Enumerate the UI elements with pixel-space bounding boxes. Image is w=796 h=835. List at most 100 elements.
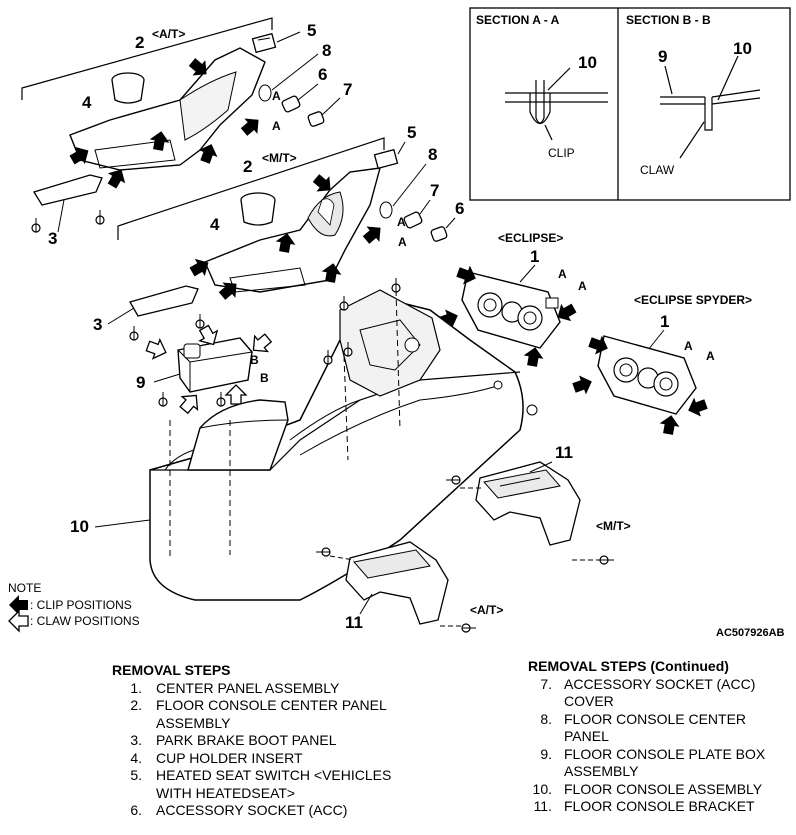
callout-1-spyder: 1 bbox=[660, 312, 669, 331]
step-text: HEATED SEAT SWITCH <VEHICLES WITH HEATED… bbox=[156, 767, 392, 801]
step-item: 8. FLOOR CONSOLE CENTER PANEL bbox=[528, 711, 790, 746]
step-text: FLOOR CONSOLE CENTER PANEL ASSEMBLY bbox=[156, 697, 387, 731]
section-a-marker-3: A bbox=[397, 215, 406, 229]
heated-seat-switch-mt bbox=[373, 148, 399, 170]
step-text: FLOOR CONSOLE BRACKET bbox=[564, 798, 755, 814]
step-item: 4. CUP HOLDER INSERT bbox=[112, 750, 412, 768]
callout-7-mt: 7 bbox=[430, 181, 439, 200]
removal-steps-items: 1. CENTER PANEL ASSEMBLY 2. FLOOR CONSOLE C… bbox=[112, 680, 412, 820]
callout-4-at: 4 bbox=[82, 93, 92, 112]
section-a-marker-8: A bbox=[706, 349, 715, 363]
callout-11-mt: 11 bbox=[555, 443, 573, 462]
step-number: 6. bbox=[130, 802, 142, 818]
callout-6-at: 6 bbox=[318, 65, 327, 84]
callout-5-at: 5 bbox=[307, 21, 316, 40]
eclipse-spyder-center-panel-group: <ECLIPSE SPYDER> 1 A A bbox=[570, 293, 752, 436]
at-bracket-label: <A/T> bbox=[470, 603, 503, 617]
step-text: FLOOR CONSOLE PLATE BOX ASSEMBLY bbox=[564, 745, 766, 780]
section-a-marker-6: A bbox=[578, 279, 587, 293]
step-number: 1. bbox=[130, 679, 142, 696]
claw-label: CLAW bbox=[640, 163, 675, 177]
mt-bracket-label: <M/T> bbox=[596, 519, 631, 533]
section-b-title: SECTION B - B bbox=[626, 13, 711, 27]
accessory-socket-cover-at bbox=[307, 111, 325, 127]
step-text: CENTER PANEL ASSEMBLY bbox=[156, 679, 340, 696]
callout-9-section-b: 9 bbox=[658, 47, 667, 66]
floor-console-assembly: 10 bbox=[70, 277, 538, 601]
park-brake-boot-panel-mt bbox=[129, 285, 199, 317]
step-number: 4. bbox=[130, 749, 142, 766]
clip-label: CLIP bbox=[548, 146, 575, 160]
section-a-title: SECTION A - A bbox=[476, 13, 560, 27]
step-item: 9.FLOOR CONSOLE PLATE BOX ASSEMBLY bbox=[528, 746, 790, 781]
callout-5-mt: 5 bbox=[407, 123, 416, 142]
step-item: 10. FLOOR CONSOLE ASSEMBLY bbox=[528, 781, 790, 799]
section-a-marker-2: A bbox=[272, 119, 281, 133]
callout-10-section-b: 10 bbox=[733, 39, 752, 58]
floor-console-bracket-at: 11 <A/T> bbox=[315, 541, 503, 633]
removal-steps-list: REMOVAL STEPS 1. CENTER PANEL ASSEMBLY 2. F… bbox=[112, 662, 412, 820]
callout-8-mt: 8 bbox=[428, 145, 437, 164]
section-b-claw-drawing bbox=[660, 55, 761, 159]
callout-6-mt: 6 bbox=[455, 199, 464, 218]
callout-7-at: 7 bbox=[343, 80, 352, 99]
accessory-socket-at bbox=[281, 95, 301, 113]
at-label-top: <A/T> bbox=[152, 27, 185, 41]
callout-9: 9 bbox=[136, 373, 145, 392]
step-number: 2. bbox=[130, 697, 142, 713]
section-a-marker-7: A bbox=[684, 339, 693, 353]
section-a-marker-5: A bbox=[558, 267, 567, 281]
step-text: CUP HOLDER INSERT bbox=[156, 749, 303, 766]
section-a-clip-drawing bbox=[505, 67, 608, 141]
note-legend: NOTE : CLIP POSITIONS : CLAW POSITIONS bbox=[8, 581, 140, 632]
note-title: NOTE bbox=[8, 581, 41, 595]
removal-steps-continued-list: REMOVAL STEPS (Continued) 7.ACCESSORY SO… bbox=[528, 658, 790, 816]
eclipse-spyder-label: <ECLIPSE SPYDER> bbox=[634, 293, 752, 307]
accessory-socket-mt bbox=[403, 211, 423, 229]
step-item: 2. FLOOR CONSOLE CENTER PANEL ASSEMBLY bbox=[112, 697, 412, 732]
mt-center-panel-group: 2 <M/T> 4 5 8 7 6 A A bbox=[93, 123, 464, 341]
mt-console-panel bbox=[204, 167, 381, 293]
callout-3-at: 3 bbox=[48, 229, 57, 248]
step-item: 3.PARK BRAKE BOOT PANEL bbox=[112, 732, 412, 750]
step-number: 7. bbox=[540, 675, 552, 692]
claw-arrow-icon bbox=[8, 610, 29, 632]
section-b-marker-1: B bbox=[250, 353, 259, 367]
callout-2-at: 2 bbox=[135, 33, 144, 52]
section-view-box: SECTION A - A SECTION B - B 10 CLIP 9 10… bbox=[469, 7, 791, 201]
eclipse-label: <ECLIPSE> bbox=[498, 231, 563, 245]
callout-8-at: 8 bbox=[322, 41, 331, 60]
step-number: 8. bbox=[540, 710, 552, 727]
step-number: 11. bbox=[533, 798, 552, 814]
callout-11-at: 11 bbox=[345, 613, 363, 632]
mt-label-mid: <M/T> bbox=[262, 151, 297, 165]
section-a-marker-1: A bbox=[272, 89, 281, 103]
step-item: 7.ACCESSORY SOCKET (ACC) COVER bbox=[528, 676, 790, 711]
callout-10-section-a: 10 bbox=[578, 53, 597, 72]
heated-seat-switch-at bbox=[251, 32, 277, 54]
note-clip-positions: : CLIP POSITIONS bbox=[30, 598, 132, 612]
step-item: 1. CENTER PANEL ASSEMBLY bbox=[112, 680, 412, 698]
removal-steps-continued-heading: REMOVAL STEPS (Continued) bbox=[528, 658, 729, 674]
section-b-marker-2: B bbox=[260, 371, 269, 385]
note-claw-positions: : CLAW POSITIONS bbox=[30, 614, 140, 628]
step-number: 3. bbox=[130, 732, 142, 748]
exploded-parts-diagram: SECTION A - A SECTION B - B 10 CLIP 9 10… bbox=[8, 7, 791, 639]
step-text: ACCESSORY SOCKET (ACC) bbox=[156, 802, 348, 818]
figure-code: AC507926AB bbox=[716, 627, 785, 639]
step-text: FLOOR CONSOLE ASSEMBLY bbox=[564, 780, 763, 797]
eclipse-center-panel-group: <ECLIPSE> 1 A A bbox=[436, 231, 587, 368]
callout-2-mt: 2 bbox=[243, 157, 252, 176]
callout-3-mt: 3 bbox=[93, 315, 102, 334]
step-item: 5.HEATED SEAT SWITCH <VEHICLES WITH HEAT… bbox=[112, 767, 412, 802]
callout-10: 10 bbox=[70, 517, 89, 536]
plate-box-assembly-group: 9 B B bbox=[136, 322, 276, 418]
at-center-panel-group: 2 <A/T> 4 5 8 6 7 A bbox=[21, 17, 352, 248]
step-number: 10. bbox=[532, 780, 552, 797]
step-text: FLOOR CONSOLE CENTER PANEL bbox=[564, 710, 747, 745]
accessory-socket-cover-mt bbox=[430, 226, 448, 242]
floor-console-bracket-mt: 11 <M/T> bbox=[445, 443, 631, 565]
removal-steps-heading: REMOVAL STEPS bbox=[112, 662, 231, 678]
step-item: 11. FLOOR CONSOLE BRACKET bbox=[528, 798, 790, 816]
